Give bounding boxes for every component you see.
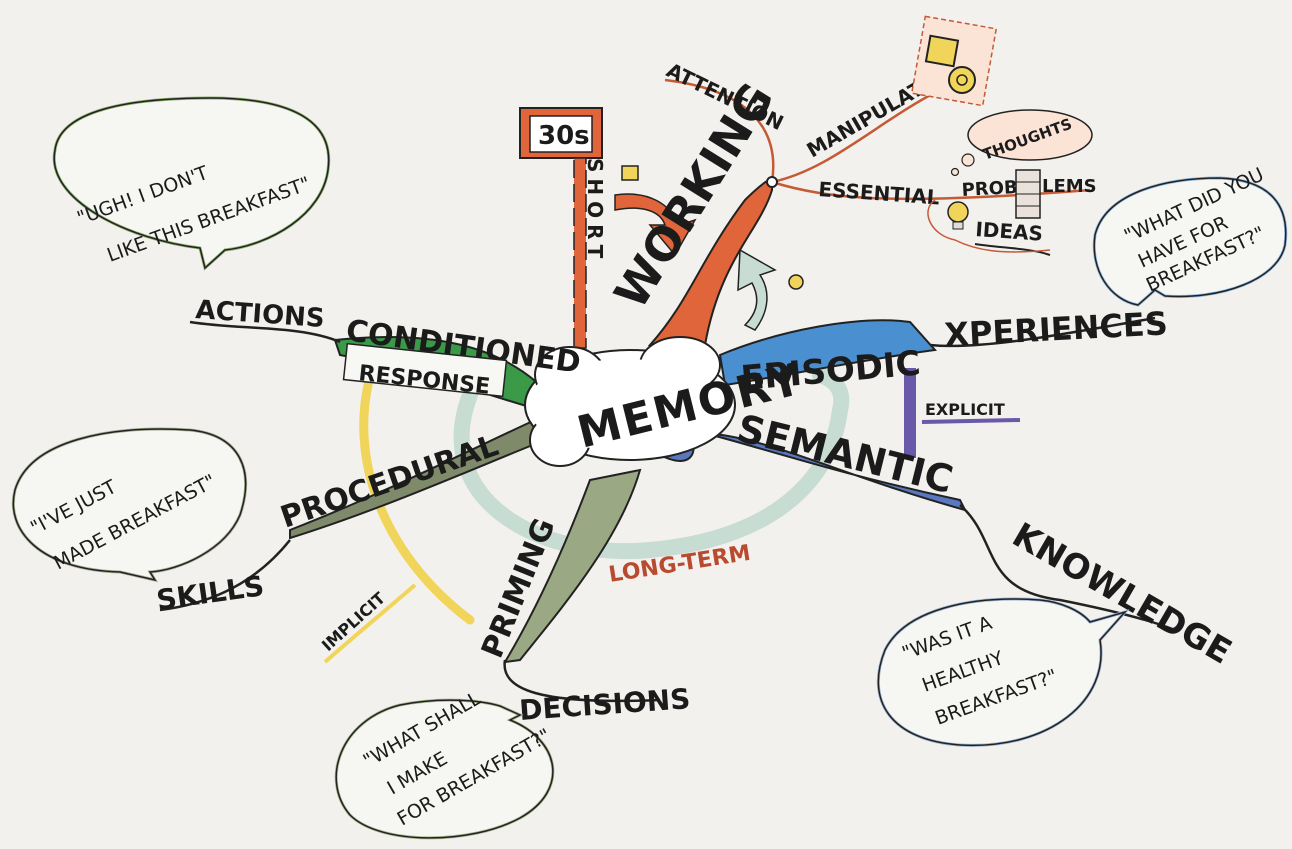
actions-label: ACTIONS [195,295,326,334]
short-to-working-arrow [614,193,697,257]
explicit-underline [921,418,1021,424]
xperiences-line [929,316,1156,348]
long-term-arc [453,367,850,560]
prob-label: PROB [961,177,1018,201]
skills-line [159,539,291,612]
essential-cloud-outline [927,199,1051,253]
explicit-label: EXPLICIT [925,400,1005,419]
skills-label: SKILLS [154,569,266,617]
explicit-bar [904,368,916,458]
up-arrow [737,248,777,331]
episodic-branch [718,319,938,387]
square-icon [924,34,960,68]
circle-icon [948,66,976,94]
xperiences-label: XPERIENCES [943,304,1168,354]
implicit-arc [359,380,475,625]
memory-cloud [524,336,736,467]
small-loop-icon [788,274,804,290]
implicit-label: IMPLICIT [318,588,389,655]
knowledge-bubble: "WAS IT A HEALTHY BREAKFAST?" [876,597,1130,747]
response-box [342,342,508,398]
short-label: SHORT [583,158,607,264]
working-branch [647,176,773,346]
procedural-branch [289,418,547,540]
attention-line [664,78,775,183]
skills-bubble: "I'VE JUST MADE BREAKFAST" [11,427,248,583]
ideas-label: IDEAS [975,217,1044,246]
knowledge-line [959,504,1176,632]
decisions-bubble: "WHAT SHALL I MAKE FOR BREAKFAST?" [334,687,555,840]
actions-line [189,320,341,344]
working-node [766,176,778,188]
implicit-underline [323,583,417,664]
ideas-line [974,243,1051,256]
priming-branch [503,468,642,664]
decisions-line [503,659,661,703]
lems-label: LEMS [1042,176,1097,197]
xperiences-bubble: "WHAT DID YOU HAVE FOR BREAKFAST?" [1092,164,1288,307]
essential-label: ESSENTIAL [818,177,941,209]
decisions-label: DECISIONS [518,682,691,727]
duration-label: 30s [538,121,590,151]
thoughts-cloud [950,109,1093,177]
actions-bubble: "UGH! I DON'T LIKE THIS BREAKFAST" [52,96,331,271]
lightbulb-icon [947,201,969,230]
manipulate-line [771,88,941,184]
small-square-icon [621,165,639,181]
